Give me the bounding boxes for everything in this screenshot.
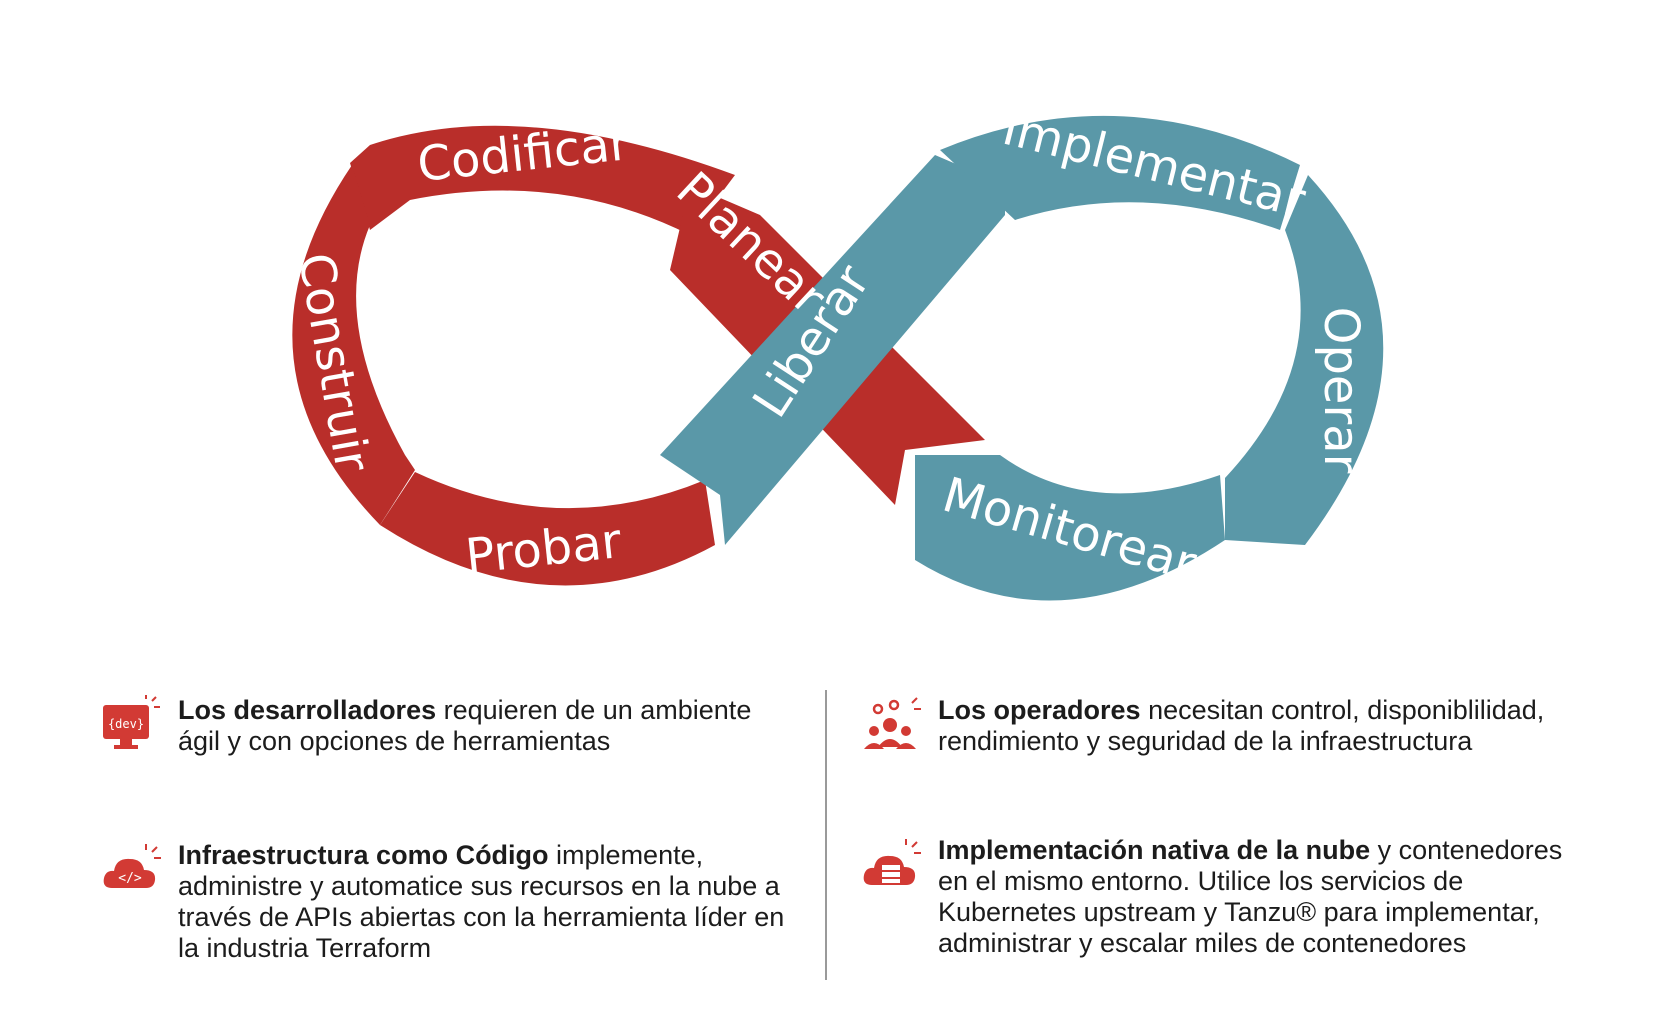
cloud-server-icon: [863, 839, 921, 885]
cloud-code-icon: </>: [103, 844, 161, 888]
developers-body: requieren de un ambiente ágil y con opci…: [178, 695, 752, 756]
cloud-native-text: Implementación nativa de la nube y conte…: [938, 835, 1580, 959]
operators-text: Los operadores necesitan control, dispon…: [938, 695, 1580, 757]
column-divider: [825, 690, 827, 980]
iac-text: Infraestructura como Código implemente, …: [178, 840, 790, 964]
segment-test: [380, 472, 715, 586]
cloud-native-bold: Implementación nativa de la nube: [938, 835, 1371, 865]
segment-release: [660, 155, 1005, 545]
cloud-native-block: Implementación nativa de la nube y conte…: [860, 835, 1580, 959]
svg-text:{dev}: {dev}: [108, 717, 144, 731]
right-loop: [660, 115, 1384, 601]
developers-bold: Los desarrolladores: [178, 695, 437, 725]
team-gears-icon: [864, 697, 921, 749]
label-operar: Operar: [1313, 307, 1369, 474]
iac-block: </> Infraestructura como Código implemen…: [100, 840, 790, 964]
operators-body: necesitan control, disponiblilidad, rend…: [938, 695, 1545, 756]
iac-body: implemente, administre y automatice sus …: [178, 840, 785, 963]
segment-build: [292, 165, 415, 525]
segment-deploy: [940, 115, 1300, 230]
dev-monitor-icon: {dev}: [103, 695, 160, 749]
segment-monitor: [915, 455, 1225, 601]
devops-infinity-diagram: Codificar Planear Construir Probar Liber…: [292, 115, 1384, 601]
developers-text: Los desarrolladores requieren de un ambi…: [178, 695, 790, 757]
developers-block: {dev} Los desarrolladores requieren de u…: [100, 695, 790, 757]
iac-bold: Infraestructura como Código: [178, 840, 549, 870]
segment-code: [350, 125, 735, 235]
operators-block: Los operadores necesitan control, dispon…: [860, 695, 1580, 757]
cloud-native-body: y contenedores en el mismo entorno. Util…: [938, 835, 1563, 958]
operators-bold: Los operadores: [938, 695, 1141, 725]
svg-text:</>: </>: [118, 871, 142, 886]
segment-operate: [1225, 175, 1384, 545]
